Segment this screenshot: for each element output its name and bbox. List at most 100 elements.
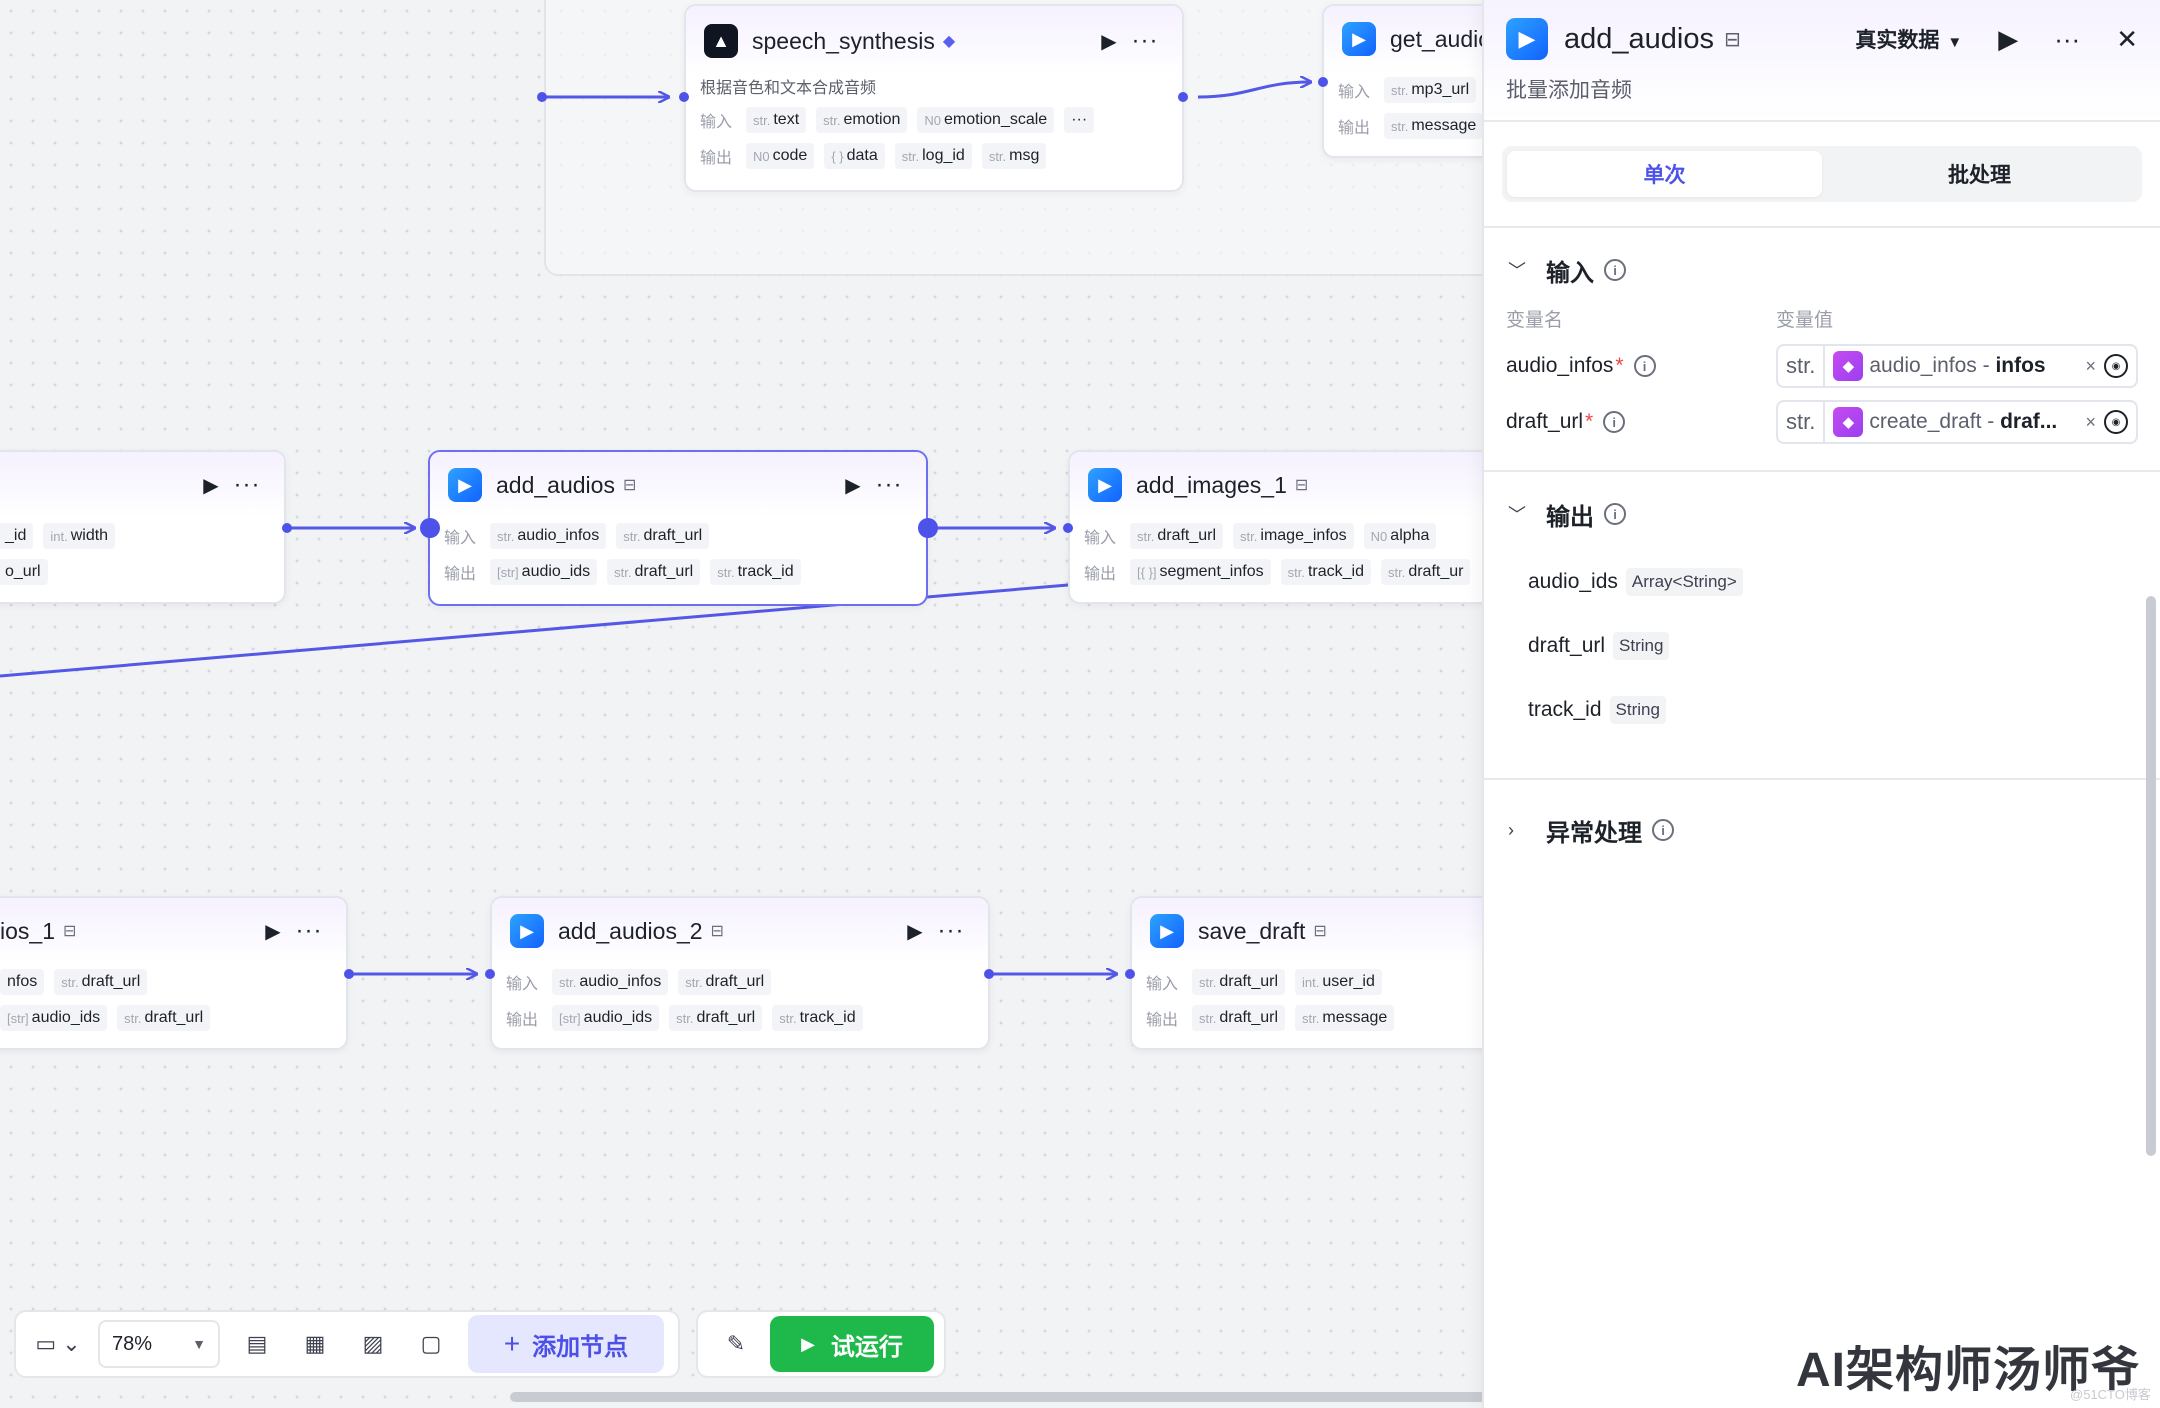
- more-icon[interactable]: ···: [295, 917, 323, 944]
- port[interactable]: [1318, 77, 1328, 87]
- more-icon[interactable]: ···: [233, 471, 261, 498]
- info-icon[interactable]: i: [1652, 819, 1674, 841]
- param-chip: str.audio_infos: [552, 969, 669, 995]
- variable-ref-field[interactable]: str. ◆ audio_infos - infos × ◉: [1776, 344, 2138, 388]
- play-icon[interactable]: ▶: [203, 474, 219, 497]
- fit-view-icon[interactable]: ▢: [420, 1331, 442, 1356]
- param-chip: str.emotion: [816, 107, 908, 133]
- layout-grid-icon[interactable]: ▦: [304, 1331, 326, 1356]
- port[interactable]: [485, 969, 495, 979]
- info-icon[interactable]: i: [1633, 355, 1656, 377]
- param-chip: nfos: [0, 969, 45, 995]
- port[interactable]: [679, 92, 689, 102]
- param-chip: str.track_id: [1280, 559, 1371, 585]
- input-section-header[interactable]: ﹀ 输入 i: [1484, 242, 2160, 298]
- node-title: save_draft: [1198, 917, 1306, 944]
- port-selected[interactable]: [420, 518, 440, 538]
- node-title: add_images_1: [1136, 471, 1287, 498]
- port[interactable]: [282, 523, 292, 533]
- param-chip: str.message: [1295, 1005, 1395, 1031]
- image-icon[interactable]: ▨: [362, 1331, 384, 1356]
- more-params-icon[interactable]: ···: [1064, 107, 1095, 133]
- node-title: get_audic: [1390, 25, 1490, 52]
- panel-title: add_audios: [1564, 22, 1714, 55]
- close-icon[interactable]: ✕: [2116, 23, 2138, 54]
- error-handling-header[interactable]: › 异常处理 i: [1484, 802, 2160, 858]
- port[interactable]: [984, 969, 994, 979]
- minimap-toggle-icon[interactable]: ▭ ⌄: [35, 1331, 81, 1356]
- more-icon[interactable]: ···: [1131, 27, 1159, 54]
- param-chip: str.draft_url: [669, 1005, 763, 1031]
- speech-synthesis-icon: ▲: [704, 24, 738, 58]
- port[interactable]: [537, 92, 547, 102]
- play-icon[interactable]: ▶: [845, 474, 861, 497]
- param-chip: str.draft_ur: [1380, 559, 1471, 585]
- target-icon[interactable]: ◉: [2104, 354, 2128, 378]
- param-chip: str.track_id: [710, 559, 801, 585]
- variable-ref-field[interactable]: str. ◆ create_draft - draf... × ◉: [1776, 400, 2138, 444]
- info-icon[interactable]: i: [1604, 259, 1626, 281]
- param-chip: int.user_id: [1295, 969, 1382, 995]
- clear-icon[interactable]: ×: [2085, 355, 2096, 376]
- param-chip: str.draft_url: [1192, 969, 1286, 995]
- panel-description: 批量添加音频: [1506, 79, 1632, 102]
- more-icon[interactable]: ···: [2054, 23, 2081, 54]
- chevron-right-icon: ›: [1508, 819, 1514, 840]
- param-chip: _id: [0, 523, 34, 549]
- param-chip: str.draft_url: [607, 559, 701, 585]
- node-speech-synthesis[interactable]: ▲ speech_synthesis ◆ ▶ ··· 根据音色和文本合成音频 输…: [684, 4, 1184, 192]
- node-description: 根据音色和文本合成音频: [700, 80, 877, 97]
- port-selected[interactable]: [918, 518, 938, 538]
- output-section-header[interactable]: ﹀ 输出 i: [1484, 486, 2160, 542]
- param-chip: str.mp3_url: [1384, 77, 1477, 103]
- plugin-badge-icon: ⊟: [62, 923, 77, 940]
- tab-single[interactable]: 单次: [1507, 151, 1822, 197]
- port[interactable]: [1063, 523, 1073, 533]
- panel-header: ▶ add_audios ⊟ 真实数据▼ ▶ ··· ✕ 批量添加音频: [1484, 0, 2160, 120]
- add-node-button[interactable]: + 添加节点: [468, 1315, 664, 1373]
- mode-tabs: 单次 批处理: [1502, 146, 2142, 202]
- horizontal-scrollbar[interactable]: [510, 1392, 1624, 1402]
- play-icon[interactable]: ▶: [1998, 23, 2019, 54]
- play-icon[interactable]: ▶: [907, 920, 923, 943]
- port[interactable]: [1178, 92, 1188, 102]
- more-icon[interactable]: ···: [937, 917, 965, 944]
- input-row: draft_url*i str. ◆ create_draft - draf..…: [1484, 394, 2160, 450]
- data-mode-select[interactable]: 真实数据▼: [1855, 29, 1963, 52]
- wrench-icon[interactable]: ✎: [726, 1331, 746, 1356]
- clear-icon[interactable]: ×: [2085, 411, 2096, 432]
- more-icon[interactable]: ···: [875, 471, 903, 498]
- node-config-panel: ▶ add_audios ⊟ 真实数据▼ ▶ ··· ✕ 批量添加音频 单次 批…: [1482, 0, 2160, 1408]
- info-icon[interactable]: i: [1603, 411, 1626, 433]
- watermark-small: @51CTO博客: [2070, 1387, 2151, 1402]
- output-row: draft_url String: [1484, 614, 2160, 678]
- port[interactable]: [1125, 969, 1135, 979]
- comment-icon[interactable]: ▤: [246, 1331, 268, 1356]
- play-icon[interactable]: ▶: [1101, 30, 1117, 53]
- info-icon[interactable]: i: [1604, 503, 1626, 525]
- port[interactable]: [344, 969, 354, 979]
- zoom-select[interactable]: 78% ▼: [98, 1320, 220, 1368]
- output-row: audio_ids Array<String>: [1484, 550, 2160, 614]
- node-add-audios-2[interactable]: ▶ add_audios_2 ⊟ ▶ ··· 输入 str.audio_info…: [490, 896, 990, 1050]
- vertical-scrollbar[interactable]: [2146, 596, 2156, 1156]
- test-run-button[interactable]: ▶ 试运行: [769, 1316, 934, 1372]
- play-icon[interactable]: ▶: [265, 920, 281, 943]
- target-icon[interactable]: ◉: [2104, 410, 2128, 434]
- input-columns: 变量名 变量值: [1506, 309, 1834, 331]
- watermark: AI架构师汤师爷: [1796, 1344, 2141, 1397]
- tab-batch[interactable]: 批处理: [1948, 164, 2011, 187]
